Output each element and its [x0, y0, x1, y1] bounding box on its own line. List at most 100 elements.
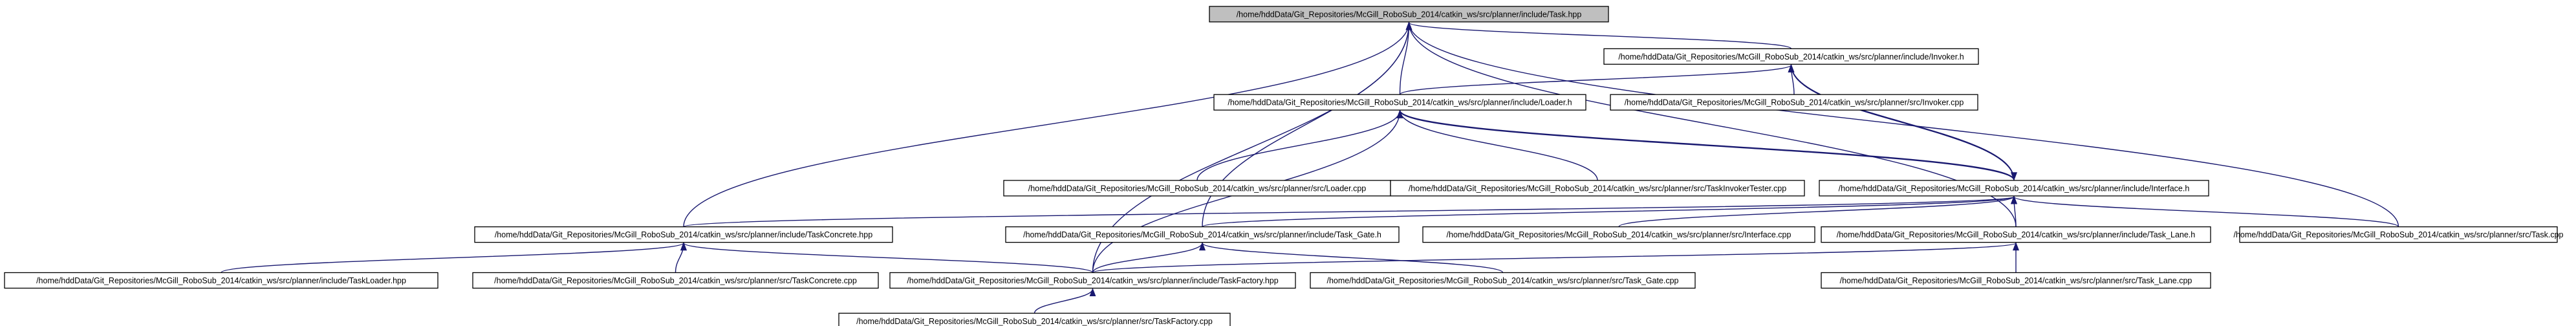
edge-arrowhead	[680, 242, 687, 251]
node-box[interactable]	[838, 312, 1231, 326]
node-box[interactable]	[2239, 226, 2558, 243]
node-box[interactable]	[1821, 226, 2211, 243]
node-box[interactable]	[474, 226, 893, 243]
edge-arrowhead	[1396, 109, 1403, 118]
node-label: /home/hddData/Git_Repositories/McGill_Ro…	[1840, 276, 2192, 285]
edge-line	[683, 243, 1094, 274]
node-taskconcrete_hpp[interactable]: /home/hddData/Git_Repositories/McGill_Ro…	[474, 226, 893, 243]
nodes-layer: /home/hddData/Git_Repositories/McGill_Ro…	[4, 6, 2564, 326]
node-task_hpp[interactable]: /home/hddData/Git_Repositories/McGill_Ro…	[1209, 6, 1609, 23]
edge-taskfactory_hpp-to-task_lane_h	[1092, 242, 2019, 274]
edge-line	[2013, 196, 2399, 228]
node-taskfactory_cpp[interactable]: /home/hddData/Git_Repositories/McGill_Ro…	[838, 312, 1231, 326]
node-box[interactable]	[1603, 48, 1979, 65]
node-box[interactable]	[1213, 94, 1586, 111]
edge-line	[1399, 110, 2015, 181]
node-label: /home/hddData/Git_Repositories/McGill_Ro…	[1237, 10, 1582, 19]
edge-taskfactory_hpp-to-task_gate_h	[1092, 242, 1206, 273]
node-box[interactable]	[1819, 180, 2209, 197]
node-label: /home/hddData/Git_Repositories/McGill_Ro…	[1326, 276, 1678, 285]
edge-arrowhead	[1405, 21, 1412, 30]
edge-line	[1399, 22, 1410, 95]
node-label: /home/hddData/Git_Repositories/McGill_Ro…	[1839, 184, 2190, 193]
node-label: /home/hddData/Git_Repositories/McGill_Ro…	[856, 317, 1213, 326]
edge-line	[1399, 64, 1792, 95]
edge-taskfactory_hpp-to-taskconcrete_hpp	[680, 242, 1094, 274]
node-label: /home/hddData/Git_Repositories/McGill_Ro…	[1228, 98, 1572, 107]
edge-line	[683, 22, 1410, 227]
edge-task_gate_cpp-to-task_gate_h	[1199, 242, 1504, 274]
node-label: /home/hddData/Git_Repositories/McGill_Ro…	[1028, 184, 1367, 193]
edge-line	[1399, 111, 1598, 180]
edge-task_lane_cpp-to-task_lane_h	[2013, 242, 2019, 273]
edge-arrowhead	[2011, 172, 2017, 181]
edge-arrowhead	[2011, 195, 2017, 204]
node-box[interactable]	[1422, 226, 1815, 243]
edge-line	[1790, 65, 2015, 180]
edge-line	[1399, 109, 2015, 180]
node-label: /home/hddData/Git_Repositories/McGill_Ro…	[1625, 98, 1964, 107]
node-label: /home/hddData/Git_Repositories/McGill_Ro…	[1618, 52, 1964, 61]
node-interface_cpp[interactable]: /home/hddData/Git_Repositories/McGill_Ro…	[1422, 226, 1815, 243]
edge-line	[1196, 111, 1401, 180]
node-interface_h[interactable]: /home/hddData/Git_Repositories/McGill_Ro…	[1819, 180, 2209, 197]
edge-interface_h-to-loader_h	[1396, 109, 2015, 181]
edge-invoker_h-to-task_hpp	[1405, 21, 1792, 49]
edge-loader_cpp-to-loader_h	[1196, 109, 1403, 180]
node-box[interactable]	[1310, 272, 1696, 289]
edge-loader_h-to-invoker_h	[1399, 63, 1795, 95]
edge-line	[221, 243, 684, 274]
node-loader_h[interactable]: /home/hddData/Git_Repositories/McGill_Ro…	[1213, 94, 1586, 111]
edge-line	[1790, 64, 2015, 180]
node-task_cpp[interactable]: /home/hddData/Git_Repositories/McGill_Ro…	[2234, 226, 2564, 243]
edge-line	[1034, 288, 1094, 314]
edge-line	[1202, 243, 1504, 274]
node-box[interactable]	[1209, 6, 1609, 23]
node-task_gate_cpp[interactable]: /home/hddData/Git_Repositories/McGill_Ro…	[1310, 272, 1696, 289]
node-label: /home/hddData/Git_Repositories/McGill_Ro…	[1023, 230, 1381, 239]
node-loader_cpp[interactable]: /home/hddData/Git_Repositories/McGill_Ro…	[1003, 180, 1391, 197]
node-box[interactable]	[1390, 180, 1805, 197]
edge-line	[1202, 196, 2015, 228]
edge-line	[1092, 243, 2017, 274]
node-label: /home/hddData/Git_Repositories/McGill_Ro…	[2234, 230, 2564, 239]
node-box[interactable]	[889, 272, 1296, 289]
edge-task_cpp-to-interface_h	[2011, 195, 2399, 228]
edge-line	[1092, 243, 1203, 273]
node-box[interactable]	[1610, 94, 1978, 111]
node-invoker_h[interactable]: /home/hddData/Git_Repositories/McGill_Ro…	[1603, 48, 1979, 65]
edge-arrowhead	[2013, 242, 2019, 251]
node-invoker_cpp[interactable]: /home/hddData/Git_Repositories/McGill_Ro…	[1610, 94, 1978, 111]
node-taskloader_hpp[interactable]: /home/hddData/Git_Repositories/McGill_Ro…	[4, 272, 438, 289]
node-task_lane_h[interactable]: /home/hddData/Git_Repositories/McGill_Ro…	[1821, 226, 2211, 243]
node-label: /home/hddData/Git_Repositories/McGill_Ro…	[495, 230, 872, 239]
node-label: /home/hddData/Git_Repositories/McGill_Ro…	[907, 276, 1278, 285]
node-label: /home/hddData/Git_Repositories/McGill_Ro…	[494, 276, 857, 285]
node-label: /home/hddData/Git_Repositories/McGill_Ro…	[1447, 230, 1791, 239]
edge-loader_h-to-interface_h	[1399, 109, 2017, 181]
edge-line	[683, 196, 2015, 228]
node-task_gate_h[interactable]: /home/hddData/Git_Repositories/McGill_Ro…	[1005, 226, 1400, 243]
node-box[interactable]	[4, 272, 438, 289]
node-box[interactable]	[1005, 226, 1400, 243]
edge-interface_h-to-invoker_h	[1788, 63, 2015, 180]
node-label: /home/hddData/Git_Repositories/McGill_Ro…	[1837, 230, 2196, 239]
node-taskconcrete_cpp[interactable]: /home/hddData/Git_Repositories/McGill_Ro…	[472, 272, 879, 289]
edge-line	[1408, 22, 1792, 49]
node-box[interactable]	[1821, 272, 2211, 289]
node-taskfactory_hpp[interactable]: /home/hddData/Git_Repositories/McGill_Ro…	[889, 272, 1296, 289]
edge-line	[1408, 22, 2399, 227]
node-task_lane_cpp[interactable]: /home/hddData/Git_Repositories/McGill_Ro…	[1821, 272, 2211, 289]
node-label: /home/hddData/Git_Repositories/McGill_Ro…	[1409, 184, 1786, 193]
edges-layer	[221, 21, 2399, 314]
node-box[interactable]	[472, 272, 879, 289]
edge-taskfactory_cpp-to-taskfactory_hpp	[1034, 288, 1096, 314]
edge-line	[1618, 196, 2015, 228]
edge-arrowhead	[1199, 242, 1206, 251]
edge-invoker_h-to-interface_h	[1790, 64, 2017, 181]
node-label: /home/hddData/Git_Repositories/McGill_Ro…	[36, 276, 406, 285]
edge-arrowhead	[1089, 288, 1096, 296]
edge-taskloader_hpp-to-taskconcrete_hpp	[221, 242, 687, 274]
node-taskinvokertester_cpp[interactable]: /home/hddData/Git_Repositories/McGill_Ro…	[1390, 180, 1805, 197]
